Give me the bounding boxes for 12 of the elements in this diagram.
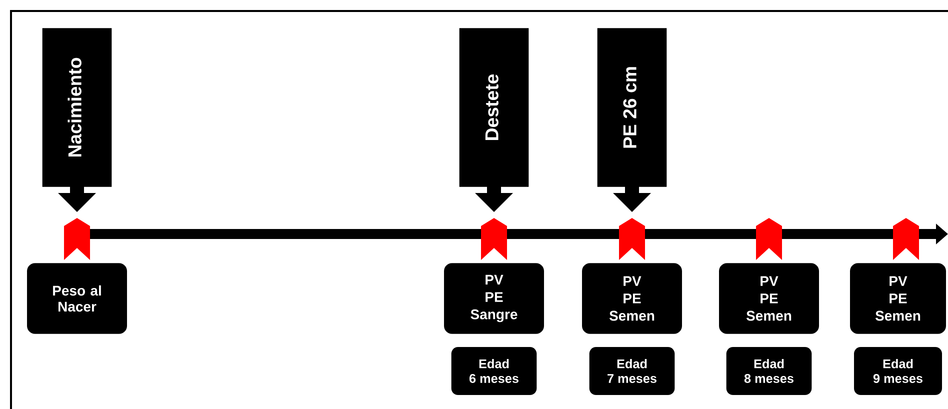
age-box: Edad 6 meses bbox=[451, 347, 537, 395]
arrow-callout: PE 26 cm bbox=[597, 28, 667, 212]
measurement-box: Peso al Nacer bbox=[27, 263, 127, 334]
age-box: Edad 7 meses bbox=[589, 347, 675, 395]
measurement-box: PV PE Semen bbox=[719, 263, 819, 334]
arrow-callout: Nacimiento bbox=[42, 28, 112, 212]
age-box: Edad 9 meses bbox=[854, 347, 942, 395]
measurement-box: PV PE Semen bbox=[850, 263, 946, 334]
measurement-box: PV PE Semen bbox=[582, 263, 682, 334]
measurement-box: PV PE Sangre bbox=[444, 263, 544, 334]
arrow-callout: Destete bbox=[459, 28, 529, 212]
age-box: Edad 8 meses bbox=[726, 347, 812, 395]
